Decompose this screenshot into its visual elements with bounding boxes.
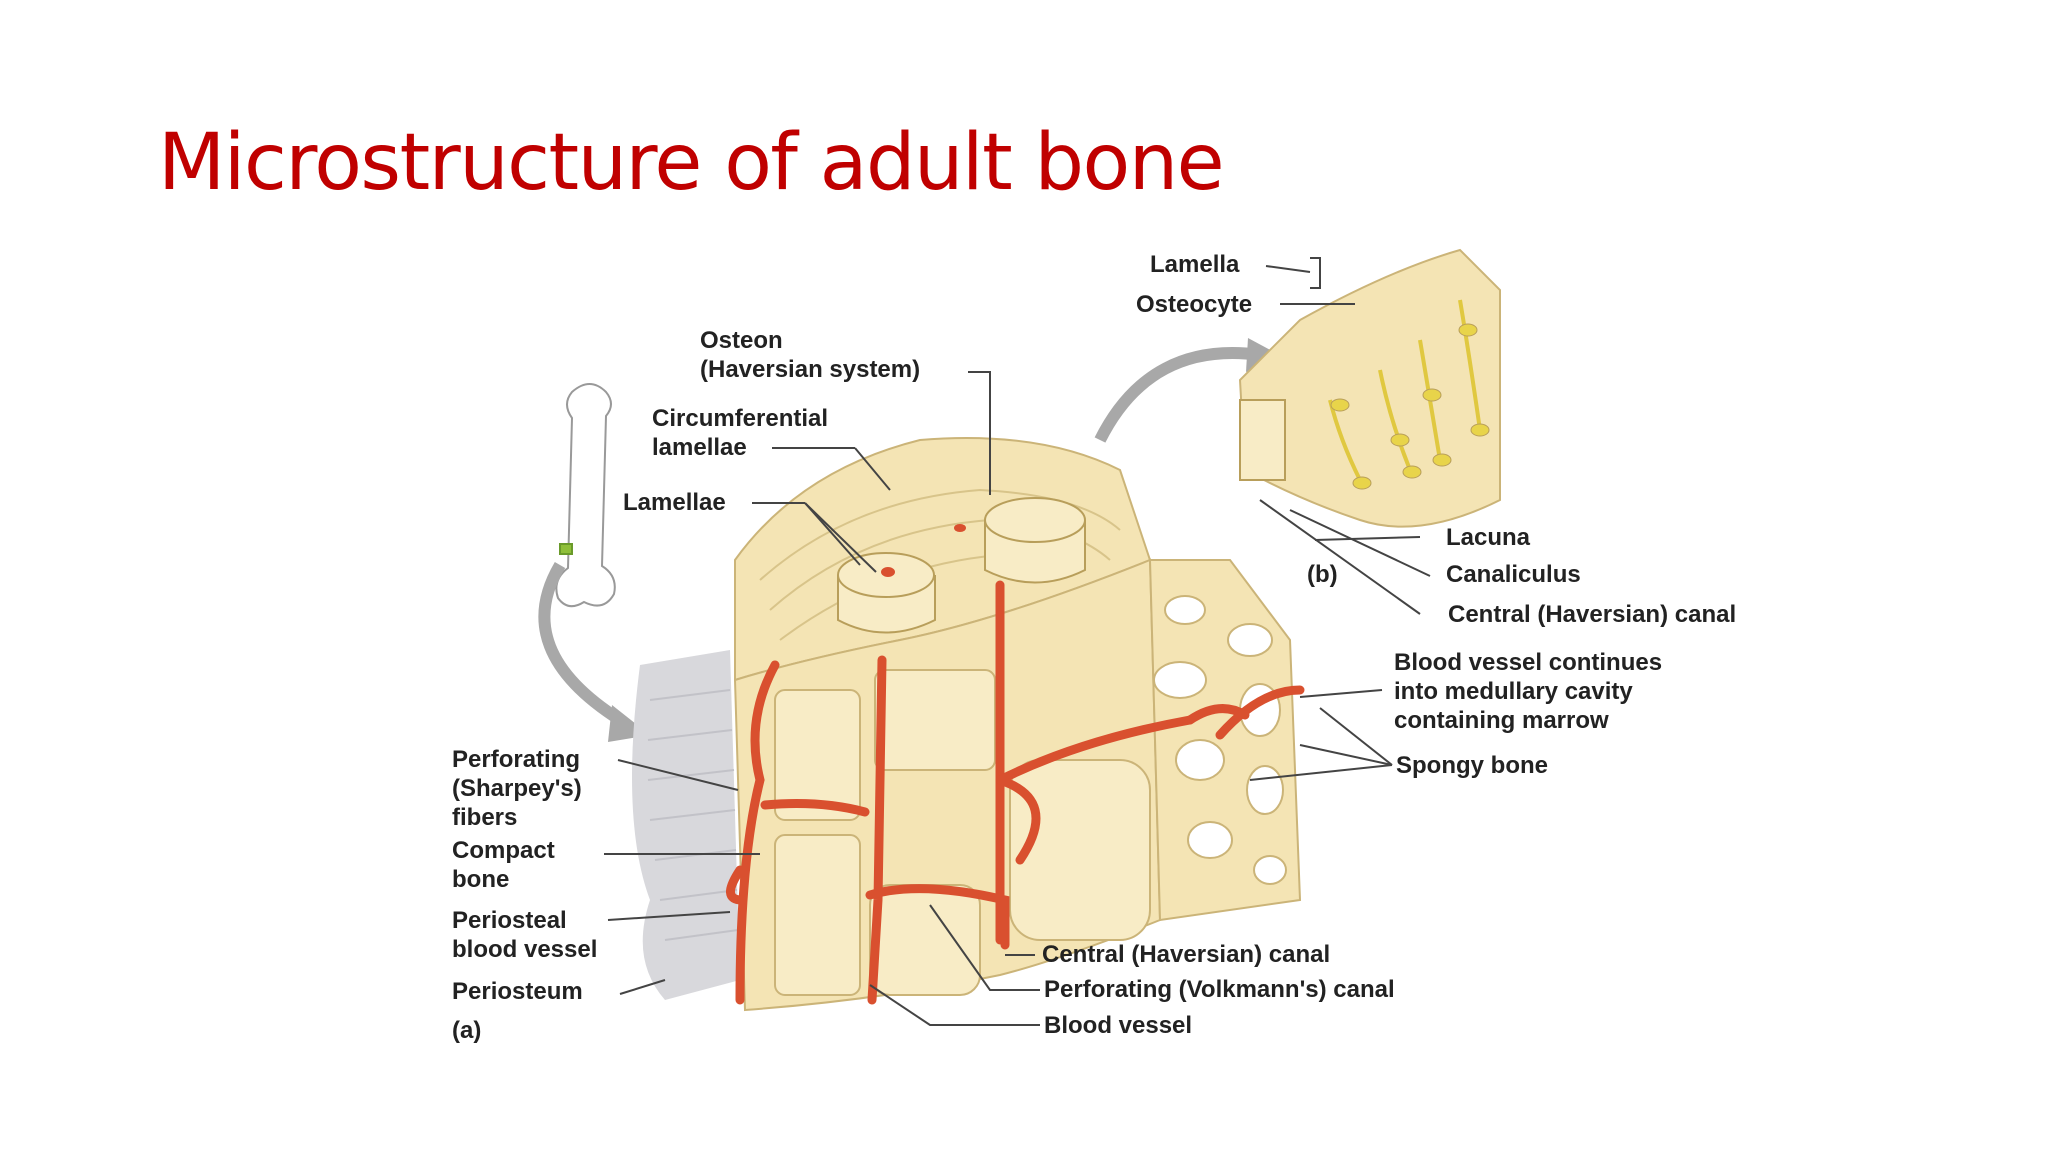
- label-volkmann-canal: Perforating (Volkmann's) canal: [1044, 976, 1395, 1003]
- arrow-b: [1094, 347, 1261, 443]
- blood-vessels: [726, 580, 1305, 1005]
- arrow-a: [538, 561, 624, 726]
- spongy-bone: [1148, 559, 1302, 922]
- label-blood-vessel-continues: Blood vessel continues into medullary ca…: [1394, 649, 1663, 734]
- label-osteon: Osteon (Haversian system): [700, 327, 921, 383]
- label-compact-bone: Compact bone: [452, 837, 555, 893]
- label-osteocyte: Osteocyte: [1136, 291, 1253, 318]
- label-periosteum: Periosteum: [452, 978, 583, 1005]
- label-canaliculus: Canaliculus: [1446, 561, 1581, 588]
- label-central-canal-a: Central (Haversian) canal: [1042, 941, 1331, 968]
- label-part-b: (b): [1307, 561, 1338, 588]
- label-part-a: (a): [452, 1017, 482, 1044]
- label-central-canal-b: Central (Haversian) canal: [1448, 601, 1737, 628]
- inset-osteon-section: [1238, 248, 1501, 528]
- label-lacuna: Lacuna: [1446, 524, 1531, 551]
- label-perforating-fibers: Perforating (Sharpey's) fibers: [452, 746, 582, 831]
- label-lamella: Lamella: [1150, 251, 1240, 278]
- periosteum-sheet: [632, 650, 740, 1000]
- label-blood-vessel: Blood vessel: [1044, 1012, 1193, 1039]
- label-lamellae: Lamellae: [623, 489, 726, 516]
- femur-sketch: [555, 383, 616, 608]
- label-periosteal-blood-vessel: Periosteal blood vessel: [452, 907, 598, 963]
- label-spongy-bone: Spongy bone: [1396, 752, 1548, 779]
- slide-title: Microstructure of adult bone: [158, 118, 1225, 208]
- label-circumferential-lamellae: Circumferential lamellae: [652, 405, 829, 461]
